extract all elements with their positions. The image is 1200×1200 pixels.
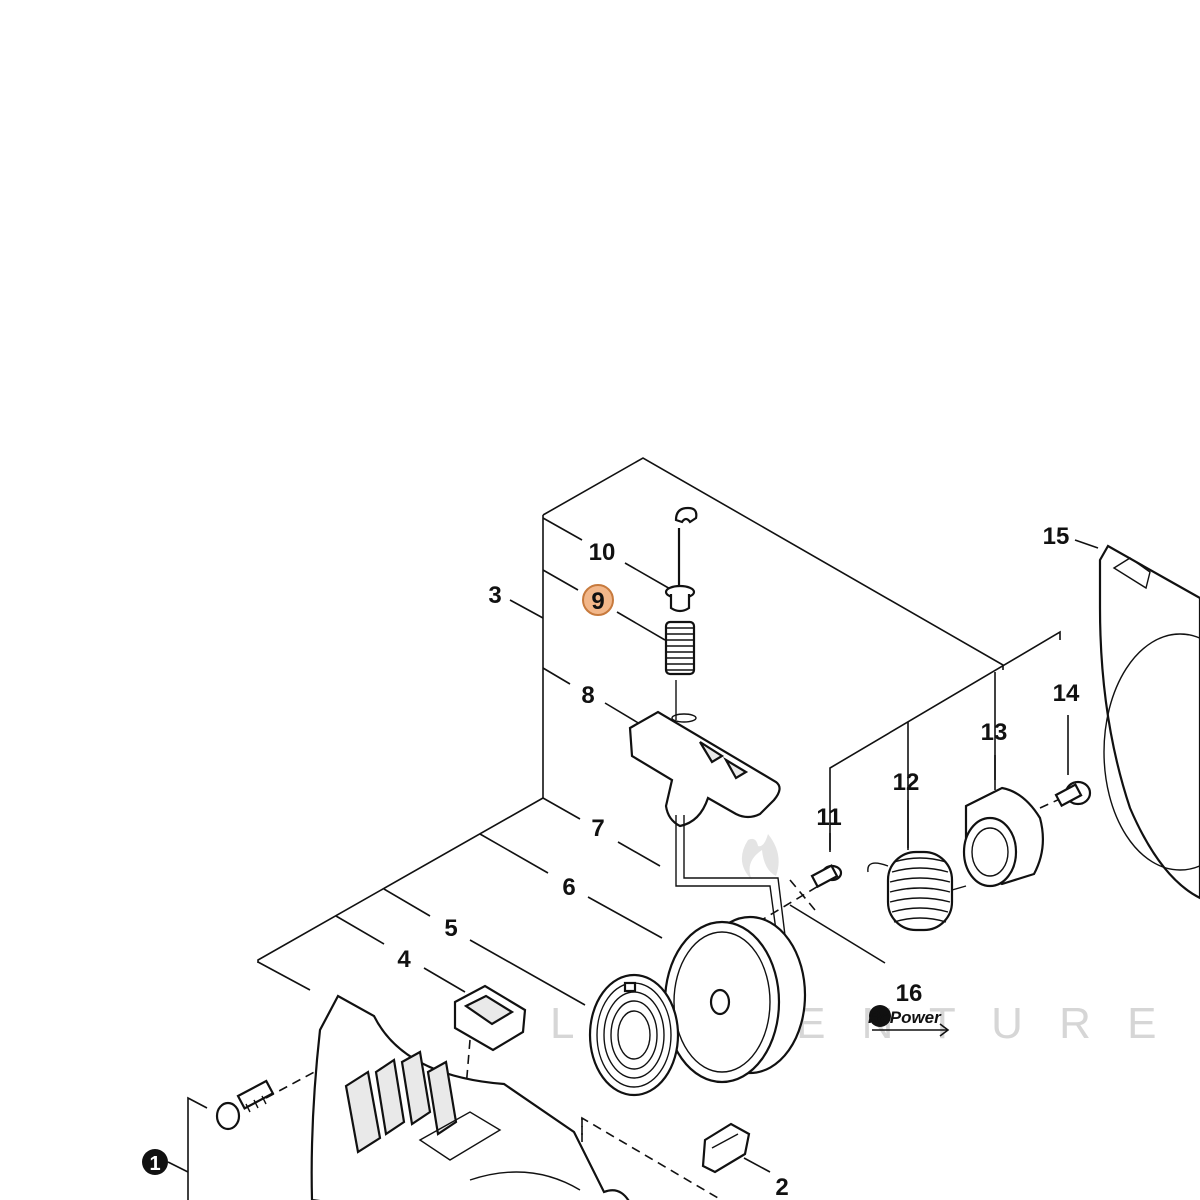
leader-lines — [167, 457, 1099, 1200]
part-rope-rod — [674, 506, 698, 720]
part-coil-spring — [664, 620, 696, 676]
callout-13: 13 — [981, 719, 1008, 746]
part-starter-rope — [675, 815, 789, 961]
part-rope-grommet — [453, 984, 527, 1052]
part-pawl-hub — [962, 786, 1045, 888]
callout-1: 1 — [149, 1153, 160, 1175]
part-fan-housing — [310, 994, 630, 1200]
part-rope-pulley — [663, 915, 807, 1084]
callout-6: 6 — [562, 874, 575, 901]
callout-3: 3 — [488, 582, 501, 609]
part-small-screw — [810, 864, 843, 889]
callout-11: 11 — [816, 804, 841, 831]
callout-12: 12 — [893, 769, 920, 796]
callout-4: 4 — [397, 946, 411, 973]
callout-16: 16 — [896, 980, 923, 1007]
highlight-circle — [582, 584, 614, 616]
part-torsion-spring — [867, 850, 967, 932]
callout-7: 7 — [591, 815, 604, 842]
watermark-flame-icon — [741, 834, 779, 880]
callout-1-marker: 1 — [142, 1149, 168, 1175]
callouts: 10 3 9 8 7 6 5 4 1 2 11 12 13 14 15 16 — [142, 523, 1080, 1200]
repower-logo-text: RePower — [868, 1008, 942, 1027]
part-screw — [215, 1079, 275, 1131]
part-clip — [701, 1122, 751, 1174]
repower-logo-icon — [869, 1005, 891, 1027]
part-bolt — [1054, 780, 1092, 808]
repower-logo: RePower — [868, 1005, 950, 1037]
callout-5: 5 — [444, 915, 457, 942]
callout-2: 2 — [775, 1174, 788, 1200]
callout-8: 8 — [581, 682, 594, 709]
callout-15: 15 — [1043, 523, 1070, 550]
part-recoil-spring — [588, 973, 680, 1097]
callout-10: 10 — [589, 539, 616, 566]
callout-9: 9 — [591, 588, 604, 615]
callout-14: 14 — [1053, 680, 1080, 707]
part-starter-cover — [1098, 544, 1200, 900]
part-starter-handle — [628, 710, 781, 828]
part-bushing — [664, 584, 696, 613]
callout-9-highlight[interactable]: 9 — [582, 584, 614, 616]
